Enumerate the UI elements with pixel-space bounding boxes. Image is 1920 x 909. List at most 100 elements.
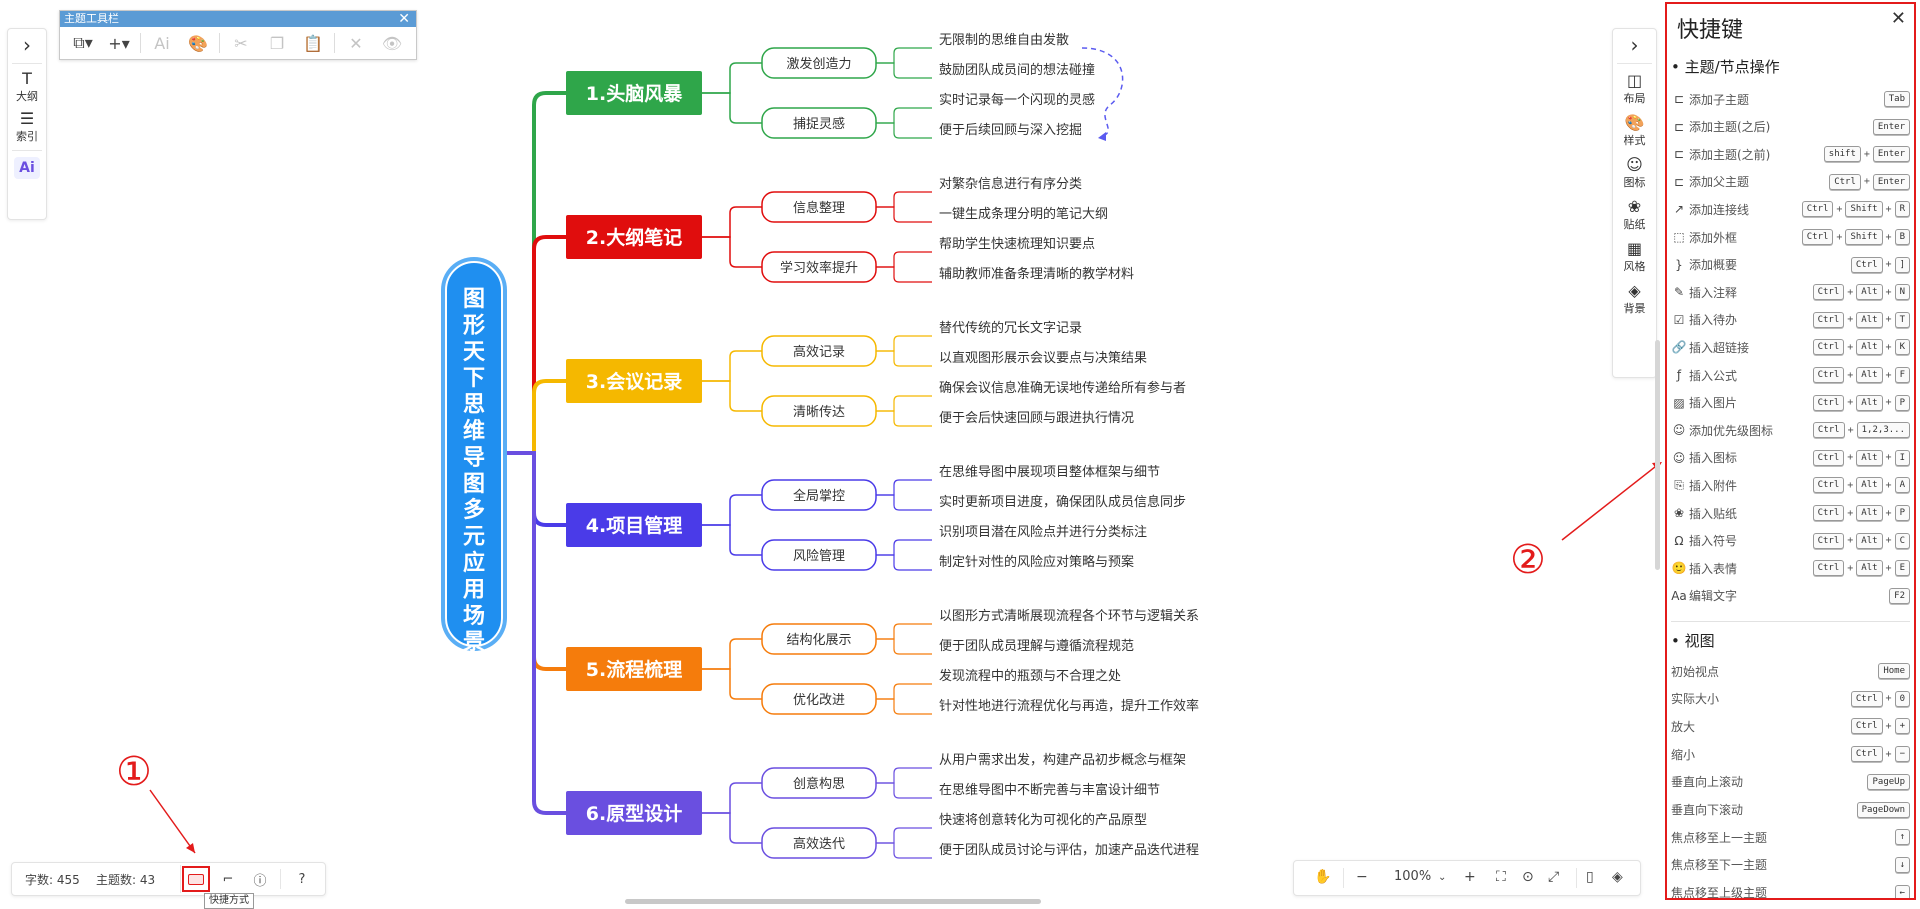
shortcuts-button[interactable] <box>182 866 210 892</box>
subtopic[interactable]: 清晰传达 <box>761 395 877 427</box>
sticker-icon: ❀ <box>1673 506 1685 520</box>
branch-topic[interactable]: 1.头脑风暴 <box>566 71 702 115</box>
leaf-topic[interactable]: 鼓励团队成员间的想法碰撞 <box>939 62 1095 78</box>
toolbar-title-bar[interactable]: 主题工具栏 ✕ <box>60 11 416 27</box>
leaf-topic[interactable]: 以图形方式清晰展现流程各个环节与逻辑关系 <box>939 608 1199 624</box>
subtopic[interactable]: 高效记录 <box>761 335 877 367</box>
leaf-topic[interactable]: 确保会议信息准确无误地传递给所有参与者 <box>939 380 1186 396</box>
layers-icon[interactable]: ◈ <box>1612 869 1623 885</box>
leaf-topic[interactable]: 替代传统的冗长文字记录 <box>939 320 1082 336</box>
link-icon: 🔗 <box>1671 340 1687 355</box>
sticker-icon: ❀ <box>1627 197 1642 216</box>
subtopic[interactable]: 优化改进 <box>761 683 877 715</box>
palette-icon[interactable]: 🎨 <box>188 33 208 53</box>
side-item-style[interactable]: 🎨样式 <box>1613 114 1656 148</box>
zoom-out-button[interactable]: − <box>1356 869 1368 885</box>
subtopic[interactable]: 信息整理 <box>761 191 877 223</box>
side-item-emoji[interactable]: ☺图标 <box>1613 156 1656 190</box>
map-icon[interactable]: ▯ <box>1586 869 1594 885</box>
key-cap: Ctrl <box>1812 505 1845 521</box>
zoom-in-button[interactable]: + <box>1464 869 1476 885</box>
paste-icon[interactable]: 📋 <box>303 33 323 53</box>
leaf-topic[interactable]: 帮助学生快速梳理知识要点 <box>939 236 1095 252</box>
leaf-topic[interactable]: 辅助教师准备条理清晰的教学材料 <box>939 266 1134 282</box>
leaf-topic[interactable]: 对繁杂信息进行有序分类 <box>939 176 1082 192</box>
leaf-topic[interactable]: 实时更新项目进度，确保团队成员信息同步 <box>939 494 1186 510</box>
leaf-topic[interactable]: 针对性地进行流程优化与再造，提升工作效率 <box>939 698 1199 714</box>
leaf-topic[interactable]: 快速将创意转化为可视化的产品原型 <box>939 812 1147 828</box>
leaf-topic[interactable]: 从用户需求出发，构建产品初步概念与框架 <box>939 752 1186 768</box>
plus-icon[interactable]: +▾ <box>108 33 130 53</box>
scissors-icon[interactable]: ✂ <box>234 33 248 53</box>
leaf-topic[interactable]: 在思维导图中展现项目整体框架与细节 <box>939 465 1160 480</box>
layout-toggle-icon[interactable]: ⌐ <box>222 871 234 887</box>
subtopic[interactable]: 结构化展示 <box>761 623 877 655</box>
side-item-background[interactable]: ◈背景 <box>1613 282 1656 316</box>
chevron-down-icon[interactable]: ⌄ <box>1438 872 1447 883</box>
subtopic[interactable]: 激发创造力 <box>761 47 877 79</box>
toolbar-close-icon[interactable]: ✕ <box>398 11 410 27</box>
side-item-layout[interactable]: ◫布局 <box>1613 72 1656 106</box>
zoom-level[interactable]: 100% <box>1394 869 1432 884</box>
subtopic[interactable]: 风险管理 <box>761 539 877 571</box>
plus-sign: + <box>1885 507 1892 519</box>
right-panel-toggle-icon[interactable]: › <box>1630 33 1639 57</box>
leaf-topic[interactable]: 无限制的思维自由发散 <box>939 32 1069 48</box>
subtopic[interactable]: 全局掌控 <box>761 479 877 511</box>
delete-icon[interactable]: ✕ <box>349 33 363 53</box>
leaf-topic[interactable]: 识别项目潜在风险点并进行分类标注 <box>939 525 1147 540</box>
leaf-connector <box>876 494 932 511</box>
mind-map-canvas[interactable]: 图形天下思维导图多元应用场景 1.头脑风暴 激发创造力 无限制的思维自由发散鼓励团队成… <box>0 0 1300 907</box>
branch-topic[interactable]: 2.大纲笔记 <box>566 215 702 259</box>
ai-icon[interactable]: Ai <box>14 157 40 179</box>
leaf-topic[interactable]: 一键生成条理分明的笔记大纲 <box>939 206 1108 222</box>
hand-icon[interactable]: ✋ <box>1314 869 1332 885</box>
shortcut-keys: shift+Enter <box>1823 146 1910 163</box>
leaf-topic[interactable]: 在思维导图中不断完善与丰富设计细节 <box>939 782 1160 798</box>
horizontal-scrollbar[interactable] <box>625 899 1041 904</box>
leaf-topic[interactable]: 便于团队成员讨论与评估，加速产品迭代进程 <box>939 843 1199 858</box>
help-icon[interactable]: ? <box>298 871 306 887</box>
status-bar: 字数: 455 主题数: 43 ⌐ ⓘ ? <box>11 862 326 896</box>
topic-before-icon: ⊏ <box>1673 147 1685 162</box>
eye-icon[interactable]: 👁 <box>381 33 403 53</box>
branch-topic[interactable]: 3.会议记录 <box>566 359 702 403</box>
fullscreen-icon[interactable]: ⤢ <box>1548 869 1560 885</box>
shortcut-label: 添加父主题 <box>1689 175 1750 190</box>
leaf-topic[interactable]: 便于后续回顾与深入挖掘 <box>939 123 1082 138</box>
subtopic[interactable]: 创意构思 <box>761 767 877 799</box>
add-topic-icon[interactable]: ⧉▾ <box>73 33 93 52</box>
relationship-line[interactable] <box>1081 47 1124 138</box>
root-topic[interactable]: 图形天下思维导图多元应用场景 <box>441 257 507 655</box>
leaf-topic[interactable]: 制定针对性的风险应对策略与预案 <box>939 554 1134 570</box>
side-item-theme[interactable]: ▦风格 <box>1613 240 1656 274</box>
subtopic[interactable]: 捕捉灵感 <box>761 107 877 139</box>
left-panel-toggle-icon[interactable]: › <box>23 33 31 57</box>
side-item-sticker[interactable]: ❀贴纸 <box>1613 198 1656 232</box>
center-icon[interactable]: ⊙ <box>1522 869 1534 885</box>
info-icon[interactable]: ⓘ <box>253 873 267 889</box>
branch-topic[interactable]: 4.项目管理 <box>566 503 702 547</box>
subtopic[interactable]: 学习效率提升 <box>761 251 877 283</box>
leaf-topic[interactable]: 便于会后快速回顾与跟进执行情况 <box>939 411 1134 426</box>
vertical-scrollbar[interactable] <box>1655 340 1660 570</box>
divider <box>180 865 181 893</box>
symbol-icon: Ω <box>1674 533 1684 548</box>
leaf-topic[interactable]: 以直观图形展示会议要点与决策结果 <box>939 350 1147 366</box>
leaf-topic[interactable]: 发现流程中的瓶颈与不合理之处 <box>939 668 1121 684</box>
subtopic[interactable]: 高效迭代 <box>761 827 877 859</box>
leaf-topic[interactable]: 实时记录每一个闪现的灵感 <box>939 92 1095 108</box>
branch-topic[interactable]: 6.原型设计 <box>566 791 702 835</box>
fit-icon[interactable]: ⛶ <box>1496 869 1506 885</box>
leaf-topic[interactable]: 便于团队成员理解与遵循流程规范 <box>939 638 1134 654</box>
branch-topic[interactable]: 5.流程梳理 <box>566 647 702 691</box>
copy-icon[interactable]: ❐ <box>269 33 285 53</box>
side-item-index[interactable]: ☰索引 <box>8 110 46 144</box>
ai-icon[interactable]: Ai <box>154 33 170 53</box>
plus-sign: + <box>1885 693 1892 705</box>
close-icon[interactable]: ✕ <box>1890 8 1906 29</box>
key-cap: F2 <box>1889 587 1910 604</box>
